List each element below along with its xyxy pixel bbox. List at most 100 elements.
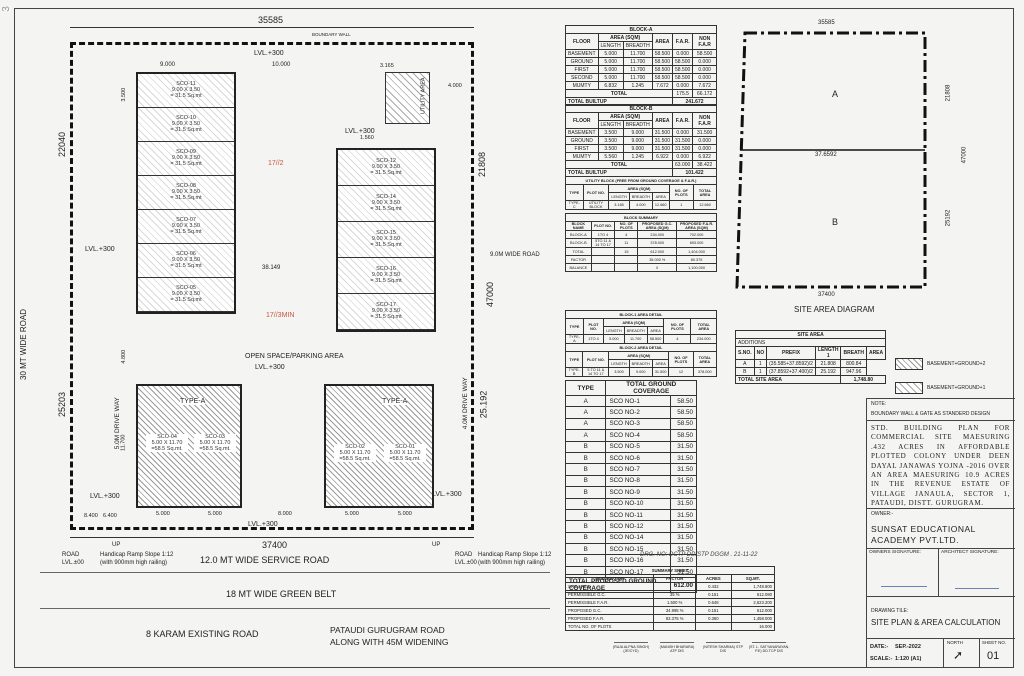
table-cell: 3.500 [597,128,624,137]
table-cell: TOTAL [565,160,673,169]
legend-label-1: BASEMENT+GROUND+2 [927,360,986,367]
table-cell: 5.000 [597,57,624,66]
table-cell: SITE AREA [564,582,655,591]
sheet-number: 01 [987,650,1000,662]
table-cell: 1 [668,200,695,210]
green-belt-label: 18 MT WIDE GREEN BELT [226,589,337,599]
table-cell: SCO NO-4 [605,429,671,442]
project-description: STD. BUILDING PLAN FOR COMMERCIAL SITE M… [871,424,1010,508]
level-top: LVL.+300 [254,50,284,57]
table-cell: 66.172 [692,89,717,98]
shop-name: SCO-03 [205,434,225,440]
table-cell: SCO NO-14 [605,531,671,545]
table-cell: PLOT NO. [582,351,610,368]
table-cell: 12.660 [651,200,670,210]
table-cell: PLOT NO. [582,184,610,201]
table-cell: 1 [753,367,768,376]
table-cell: 2,623.200 [730,598,776,607]
ramp-left: Handicap Ramp Slope 1:12 [100,552,174,558]
north-label: NORTH [947,640,963,645]
shop-size: 9.00 X 3.50 [371,200,401,206]
table-cell: 612.000 [637,247,678,256]
table-cell: 58.50 [669,406,698,419]
table-cell: 0.000 [692,57,717,66]
table-cell: PROPOSED F.A.R. AREA (SQM) [676,221,717,231]
margin-mark: 3 [0,6,12,12]
shop-size: 9.00 X 3.50 [171,87,201,93]
table-cell: 31.500 [651,128,674,137]
north-arrow-icon: ➚ [953,648,964,662]
table-cell: MUMTY [565,81,599,90]
table-cell: 6.922 [651,152,674,161]
signature-caption: (RAJA ALPNA SINGH) (JE/CYD) [612,645,650,654]
table-cell: 1,748.80 [840,375,887,384]
table-cell: FLOOR [565,33,599,50]
table-cell: TOTAL AREA [693,184,717,201]
table-cell: B [564,531,607,545]
sheet-divider [979,638,980,668]
table-cell: NO. OF PLOTS [668,351,694,368]
shop-size: 9.00 X 3.50 [371,236,401,242]
shop-sco-08: SCO-08 9.00 X 3.50 = 31.5 Sq.mt [138,176,234,210]
shop-size: 9.00 X 3.50 [371,308,401,314]
table-cell: PERMISSIBLE G.C. [564,590,655,599]
level-center: LVL.+300 [345,128,375,135]
shop-size: 9.00 X 3.50 [371,272,401,278]
table-cell: LENGTH [608,359,630,368]
table-title-row: BLOCK-A [565,25,717,34]
table-cell: NON F.A.R [692,33,717,50]
table-cell: LENGTH [597,41,624,50]
table-cell: 7.672 [651,81,674,90]
table-cell: (35.585+37.8592)/2 [766,359,816,368]
table-cell: B [564,497,607,510]
shop-name: SCO-10 [176,115,196,121]
road-small-right: ROAD [455,552,473,558]
right-dimension-2: 25.192 [478,390,489,419]
shop-name: SCO-15 [376,230,396,236]
approver-signature: (RAJA ALPNA SINGH) (JE/CYD) [610,628,652,653]
table-cell: 83.375 % [653,614,696,623]
table-cell: TOTAL AREA [690,318,717,335]
road-line-2 [40,608,550,609]
diagram-a: A [832,89,839,99]
scale-label: SCALE:- [870,656,893,662]
signature-caption: (MANISH BHARARA) ATP DIS [659,645,695,654]
shop-name: SCO-12 [376,158,396,164]
table-cell: 612.080 [730,590,776,599]
shop-area: = 31.5 Sq.mt [170,161,202,167]
table-cell: 16.000 [730,622,776,631]
table-cell: A [564,406,607,419]
table-cell: 1,458.000 [730,614,776,623]
utility-block-table: UTILITY BLOCK (FREE FROM GROUND COVERAGE… [565,176,717,210]
table-title-row: BLOCK-1 AREA DETAIL [565,310,717,319]
table-cell: 31.500 [651,367,670,377]
scale-value: 1:120 (A1) [895,656,922,662]
shop-area: = 31.5 Sq.mt [370,206,402,212]
owner-rule [867,508,1015,509]
utility-dim-2: 4.000 [448,83,462,89]
shop-area: = 31.5 Sq.mt [370,314,402,320]
shop-size: 9.00 X 3.50 [171,291,201,297]
table-cell: BLOCK-A [565,25,717,34]
table-cell: AREA [646,326,665,335]
table-cell [590,247,616,256]
bottom-dim-line [70,537,474,538]
table-cell [614,263,639,272]
pataudi-road-label: PATAUDI GURUGRAM ROAD [330,625,445,635]
approver-signature: (MANISH BHARARA) ATP DIS [656,628,698,653]
table-cell: 9.000 [622,144,653,153]
table-cell: TYPE [565,184,584,201]
left-dimension: 22040 [57,131,68,158]
table-cell: SCO NO-5 [605,440,671,453]
